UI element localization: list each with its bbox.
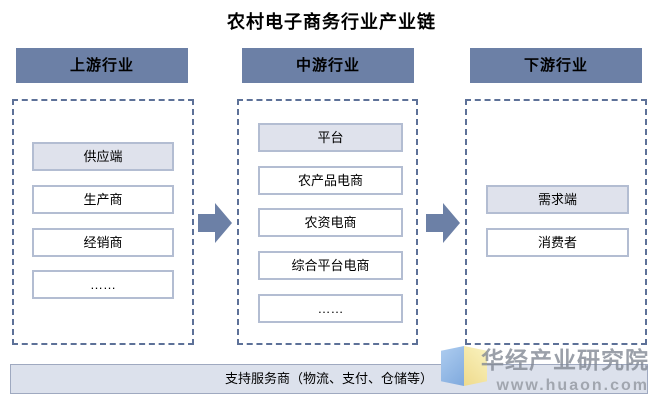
logo-blue-panel — [441, 346, 464, 386]
column-header-upstream: 上游行业 — [16, 48, 188, 83]
node-platform: 平台 — [258, 123, 403, 152]
logo-yellow-panel — [464, 346, 487, 386]
node-demand-side: 需求端 — [486, 185, 629, 214]
node-supply-side: 供应端 — [32, 142, 174, 171]
node-agri-product-ecommerce: 农产品电商 — [258, 166, 403, 195]
downstream-group-box — [465, 99, 647, 345]
diagram-title: 农村电子商务行业产业链 — [227, 12, 436, 32]
flow-arrow-upstream-to-midstream — [198, 203, 232, 243]
node-upstream-ellipsis: …… — [32, 270, 174, 299]
arrow-head-icon — [215, 203, 232, 243]
upstream-group-box — [12, 99, 194, 345]
arrow-tail — [426, 214, 443, 232]
arrow-tail — [198, 214, 215, 232]
flow-arrow-midstream-to-downstream — [426, 203, 460, 243]
node-consumers: 消费者 — [486, 228, 629, 257]
support-services-bar: 支持服务商（物流、支付、仓储等） — [10, 364, 648, 394]
node-agri-supplies-ecommerce: 农资电商 — [258, 208, 403, 237]
node-distributors: 经销商 — [32, 228, 174, 257]
huaon-logo-icon — [441, 346, 487, 386]
column-header-midstream: 中游行业 — [242, 48, 414, 83]
node-midstream-ellipsis: …… — [258, 294, 403, 323]
arrow-head-icon — [443, 203, 460, 243]
column-header-downstream: 下游行业 — [470, 48, 642, 83]
node-integrated-platform-ecommerce: 综合平台电商 — [258, 251, 403, 280]
node-producers: 生产商 — [32, 185, 174, 214]
midstream-group-box — [237, 99, 418, 345]
